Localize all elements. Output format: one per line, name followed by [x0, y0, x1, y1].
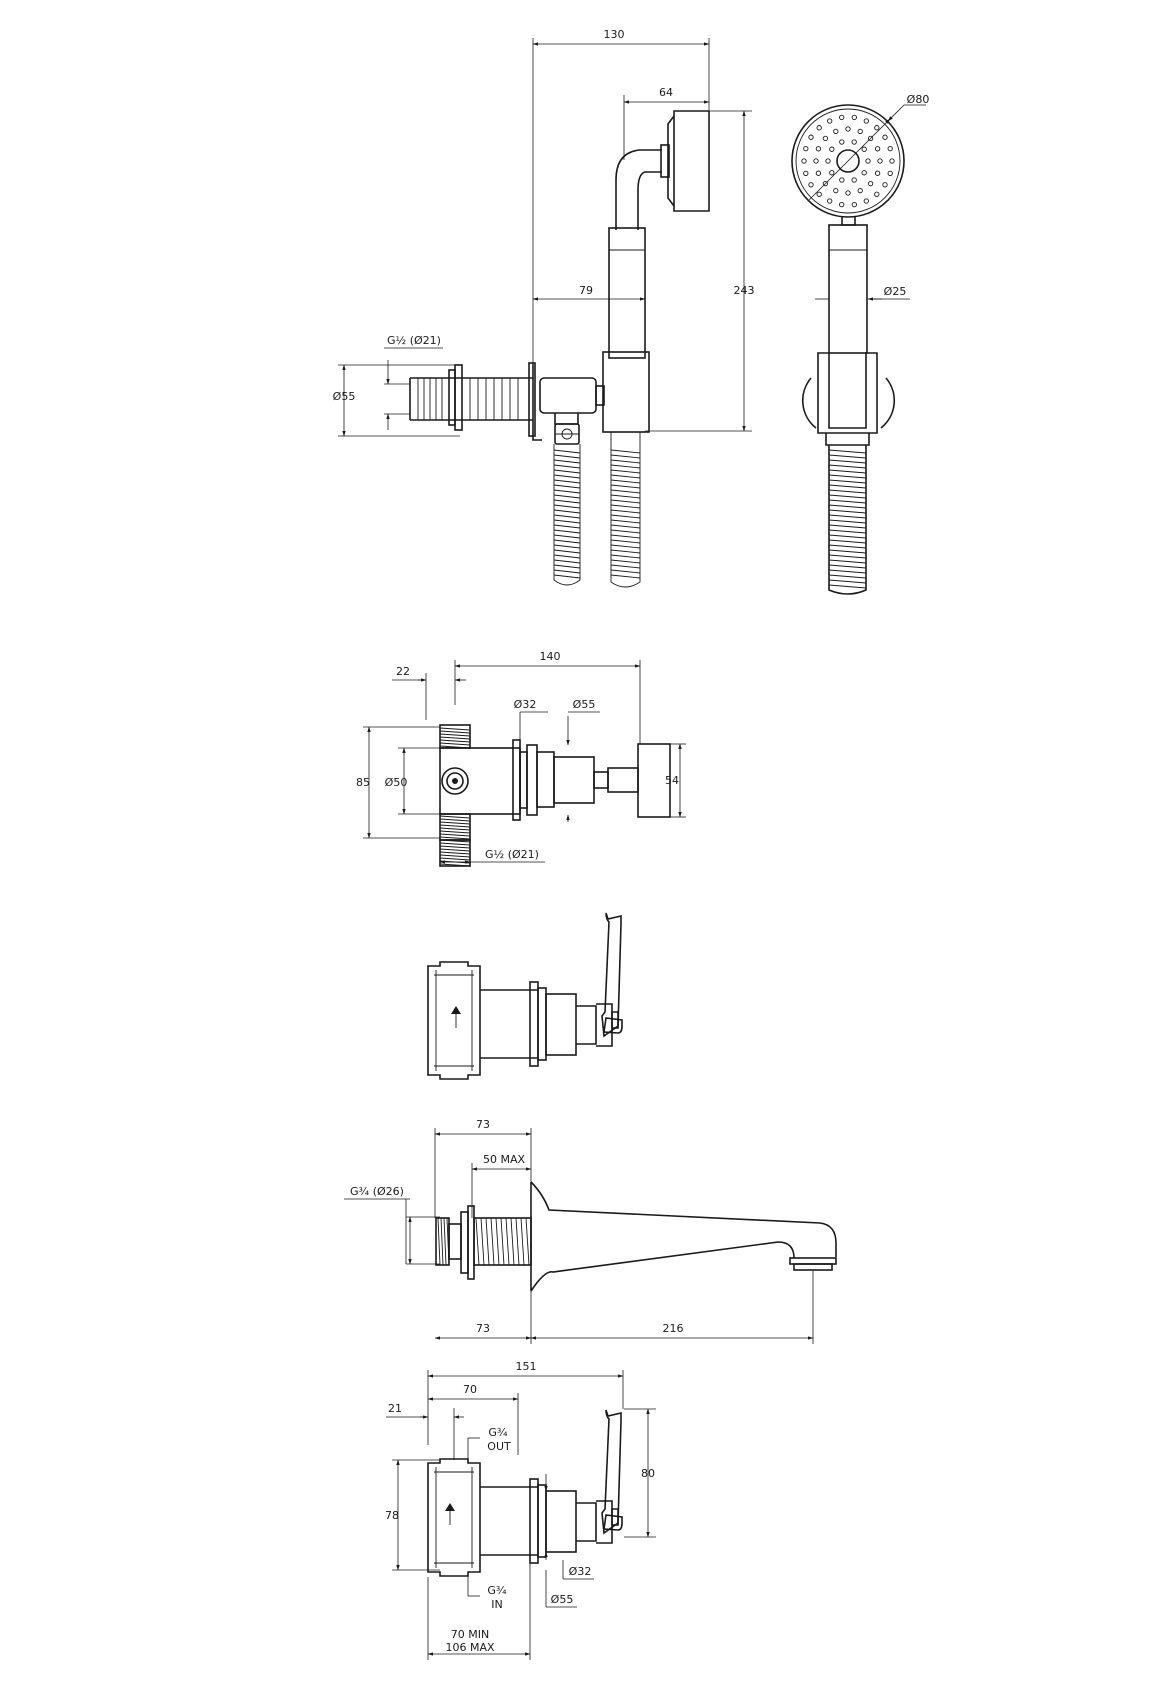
- dim-22: 22: [396, 665, 410, 678]
- dim-stem-32: Ø32: [514, 698, 537, 711]
- dim-21: 21: [388, 1402, 402, 1415]
- dim-inlet-g34: G¾: [487, 1584, 507, 1597]
- dim-spout-thread: G¾ (Ø26): [350, 1185, 404, 1198]
- dim-106-max: 106 MAX: [445, 1641, 495, 1654]
- dim-div-stem-32: Ø32: [569, 1565, 592, 1578]
- dim-50: Ø50: [385, 776, 408, 789]
- dim-50-max: 50 MAX: [483, 1153, 526, 1166]
- dim-inlet-label: IN: [491, 1598, 502, 1611]
- dim-flange-55: Ø55: [333, 390, 356, 403]
- dim-140: 140: [540, 650, 561, 663]
- dim-85: 85: [356, 776, 370, 789]
- dim-rose-55: Ø55: [573, 698, 596, 711]
- valve-side-view: [427, 912, 623, 1080]
- handshower-front-view: Ø80 Ø25: [791, 93, 930, 595]
- dim-54: 54: [665, 774, 679, 787]
- dim-78: 78: [385, 1509, 399, 1522]
- dim-outlet-label: OUT: [487, 1440, 511, 1453]
- handshower-side-view: 130 64 79 243: [333, 28, 755, 588]
- dim-151: 151: [516, 1360, 537, 1373]
- spout-view: 73 50 MAX G¾ (Ø26) 73 216: [344, 1118, 837, 1344]
- dim-80: 80: [641, 1467, 655, 1480]
- dim-handle-25: Ø25: [884, 285, 907, 298]
- dim-head-80: Ø80: [907, 93, 930, 106]
- dim-inlet-thread: G½ (Ø21): [387, 334, 441, 347]
- dim-outlet-g34: G¾: [488, 1426, 508, 1439]
- dim-243: 243: [734, 284, 755, 297]
- dim-130: 130: [604, 28, 625, 41]
- dim-div-rose-55: Ø55: [551, 1593, 574, 1606]
- dim-thread-g12: G½ (Ø21): [485, 848, 539, 861]
- dim-spout-73-bottom: 73: [476, 1322, 490, 1335]
- dim-216: 216: [663, 1322, 684, 1335]
- dim-64: 64: [659, 86, 673, 99]
- dim-70: 70: [463, 1383, 477, 1396]
- diverter-view: 151 70 21 G¾ OUT 78: [385, 1360, 656, 1660]
- valve-top-view: 140 22 85 Ø50 G½ (Ø21): [356, 650, 686, 867]
- dim-spout-73-top: 73: [476, 1118, 490, 1131]
- dim-79: 79: [579, 284, 593, 297]
- dim-70-min: 70 MIN: [451, 1628, 489, 1641]
